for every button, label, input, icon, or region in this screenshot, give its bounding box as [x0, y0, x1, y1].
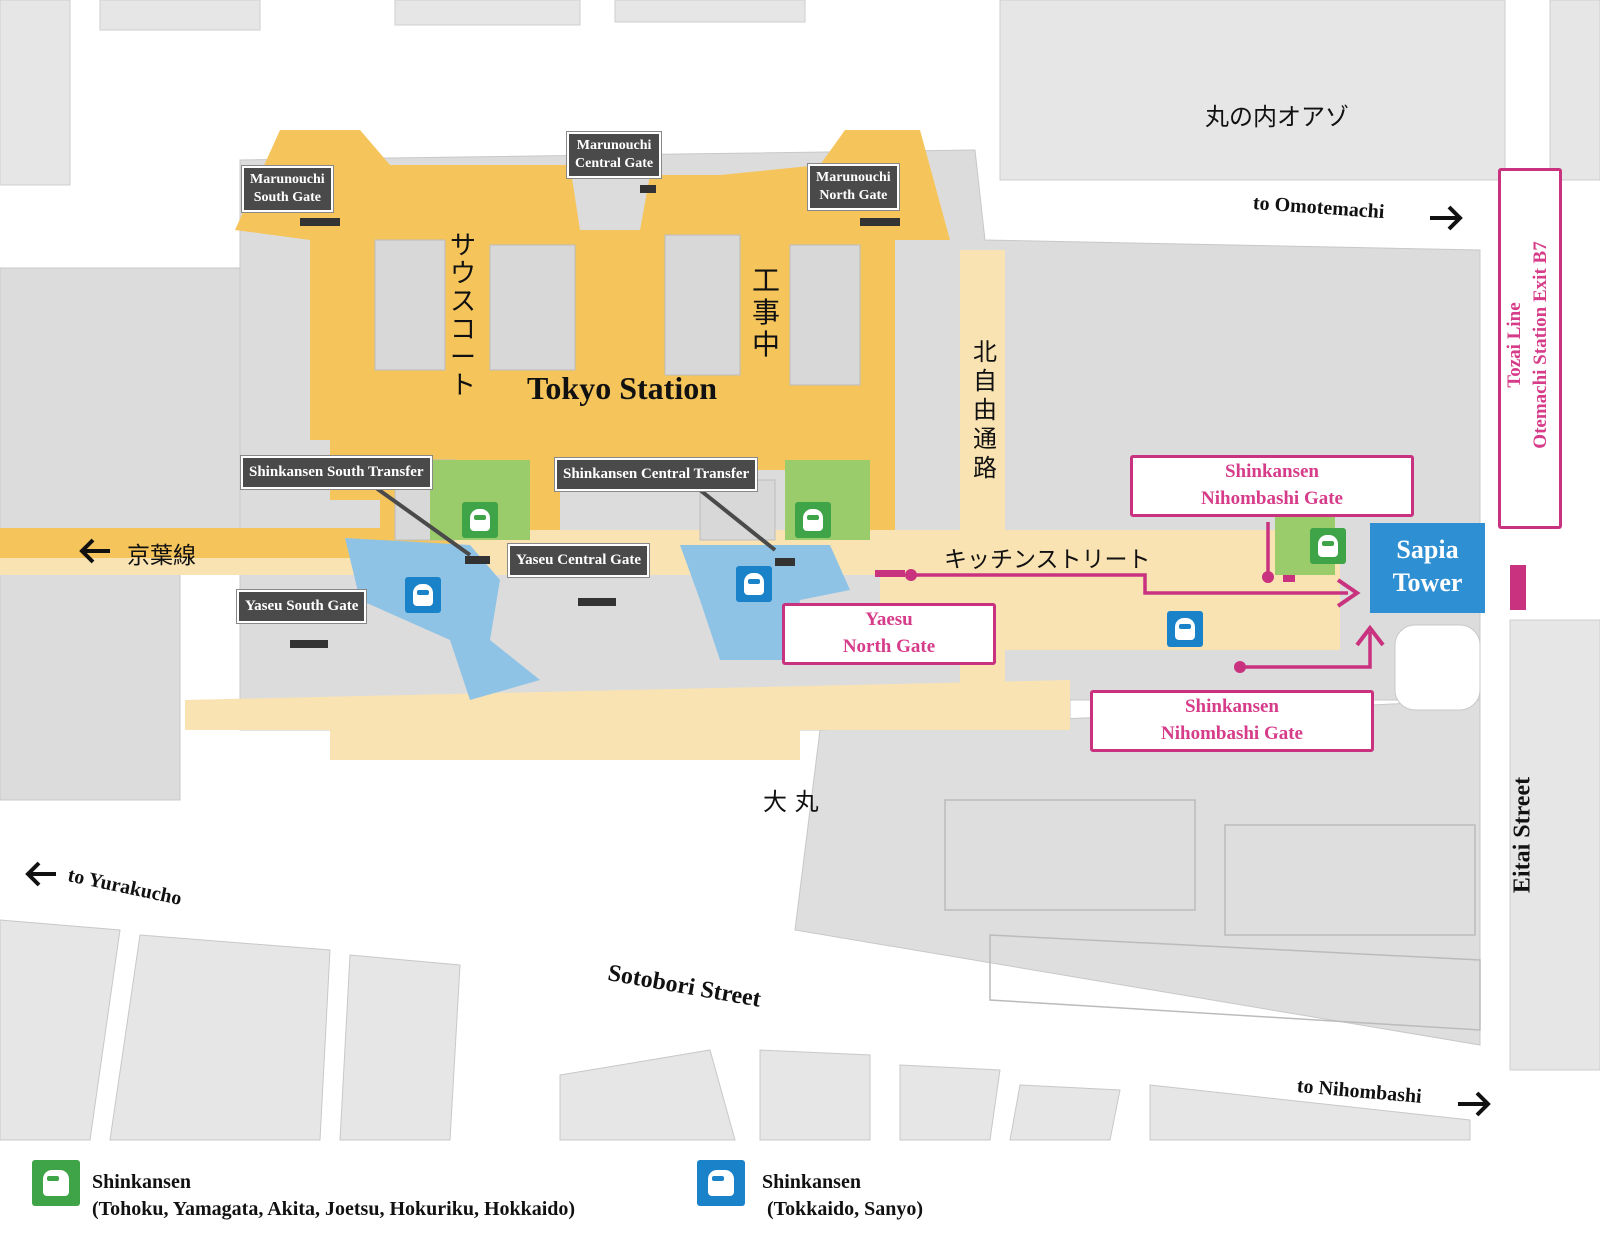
shinkansen-nihombashi-gate-upper-label: Shinkansen Nihombashi Gate	[1130, 455, 1414, 517]
kitchen-street-label: キッチンストリート	[944, 547, 1151, 573]
daimaru-label: 大 丸	[763, 788, 819, 816]
keiyo-line-label: 京葉線	[127, 543, 196, 569]
south-court-label: サウスコート	[450, 231, 477, 401]
shinkansen-nihombashi-gate-lower-label: Shinkansen Nihombashi Gate	[1090, 690, 1374, 752]
yaesu-south-gate-label: Yaseu South Gate	[237, 590, 367, 623]
tozai-exit-label: Tozai Line Otemachi Station Exit B7	[1504, 241, 1551, 449]
legend-blue-lines: (Tokkaido, Sanyo)	[762, 1198, 923, 1220]
eitai-street-label: Eitai Street	[1509, 776, 1536, 894]
marunouchi-south-gate-label: Marunouchi South Gate	[242, 166, 333, 212]
marunouchi-oazo-label: 丸の内オアゾ	[1205, 103, 1349, 131]
sapia-tower-destination: Sapia Tower	[1370, 523, 1485, 613]
tozai-exit-box	[1498, 168, 1562, 529]
legend-blue-shinkansen-icon	[697, 1160, 745, 1206]
under-construction-label: 工事中	[752, 264, 781, 361]
shinkansen-central-transfer-label: Shinkansen Central Transfer	[555, 458, 758, 491]
jr-east-shinkansen-icon	[462, 502, 498, 538]
yaesu-central-gate-label: Yaseu Central Gate	[508, 544, 649, 577]
north-passage-label: 北自由通路	[973, 338, 997, 482]
yaesu-north-gate-label: Yaesu North Gate	[782, 603, 996, 665]
jr-central-shinkansen-icon	[736, 566, 772, 602]
marunouchi-north-gate-label: Marunouchi North Gate	[808, 164, 899, 210]
legend-green-lines: (Tohoku, Yamagata, Akita, Joetsu, Hokuri…	[92, 1198, 576, 1220]
station-title: Tokyo Station	[527, 370, 717, 406]
legend-green-shinkansen-icon	[32, 1160, 80, 1206]
jr-east-shinkansen-icon	[795, 502, 831, 538]
legend-green-title: Shinkansen	[92, 1171, 191, 1193]
jr-central-shinkansen-icon	[405, 577, 441, 613]
legend-blue-title: Shinkansen	[762, 1171, 861, 1193]
jr-east-shinkansen-icon	[1310, 528, 1346, 564]
jr-central-shinkansen-icon	[1167, 611, 1203, 647]
shinkansen-south-transfer-label: Shinkansen South Transfer	[241, 456, 432, 489]
marunouchi-central-gate-label: Marunouchi Central Gate	[567, 132, 662, 178]
